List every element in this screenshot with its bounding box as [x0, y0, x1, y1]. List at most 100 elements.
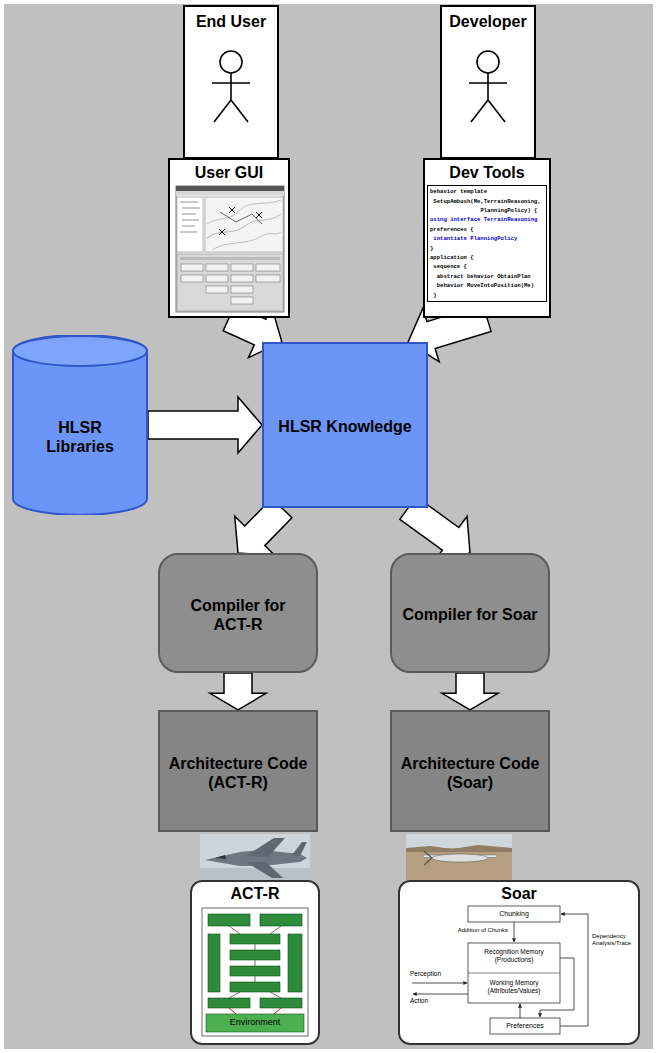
developer-figure-part: [477, 51, 499, 73]
drone-photo-part: [432, 854, 488, 862]
end-user-figure-part: [231, 100, 248, 122]
act-r-architecture-part: [230, 966, 280, 976]
gui-screenshot-part: [206, 286, 228, 293]
node-content: Compiler for ACT-R: [182, 596, 294, 634]
act-r-architecture-part: [230, 950, 280, 960]
drone-photo: [406, 834, 512, 880]
gui-screenshot-part: [205, 197, 283, 252]
part-label: Recognition Memory (Productions): [468, 948, 560, 964]
knowledge-box: HLSR Knowledge: [262, 342, 428, 508]
act-r-architecture-part: [255, 976, 256, 982]
node-content: HLSR Knowledge: [278, 417, 411, 436]
signal-label: Action: [410, 997, 465, 1005]
gui-screenshot-part: [182, 208, 200, 209]
flow-label: Addition of Chunks: [440, 927, 508, 934]
node-content: Compiler for Soar: [402, 605, 537, 624]
code-line: intantiate PlanningPolicy: [430, 234, 544, 243]
code-line: SetupAmbush(Me,TerrainReasoning,: [430, 197, 544, 206]
block-arrow: [210, 673, 266, 710]
code-line: behavior template: [430, 187, 544, 196]
actor-box: Developer: [440, 5, 536, 159]
gui-screenshot-part: [180, 202, 198, 203]
developer-figure-part: [471, 100, 488, 122]
gui-screenshot-part: [180, 257, 280, 260]
gui-screenshot-part: [182, 214, 196, 215]
node-title: Architecture Code (Soar): [395, 754, 545, 792]
soar-architecture-part: [413, 994, 468, 995]
act-r-architecture-part: [206, 1014, 304, 1032]
gui-screenshot-part: [256, 275, 280, 282]
drone-photo-part: [406, 834, 512, 880]
end-user-figure-part: [183, 5, 279, 159]
soar-architecture-part: [490, 1018, 560, 1034]
act-r-architecture-part: [260, 914, 302, 926]
gui-screenshot-part: [207, 200, 281, 224]
soar-architecture-part: [398, 880, 640, 1045]
end-user-figure: [183, 5, 279, 159]
act-r-architecture-part: [260, 998, 302, 1008]
gui-screenshot-part: [231, 264, 253, 271]
part-label: Working Memory (Attributes/Values): [468, 979, 560, 995]
act-r-architecture-part: [230, 982, 280, 992]
code-line: behavior MoveIntoPosition(Me): [430, 281, 544, 290]
gui-screenshot-part: [176, 191, 284, 195]
node-content: ACT-R: [231, 884, 280, 903]
code-line: PlanningPolicy) {: [430, 206, 544, 215]
node-content: HLSR Libraries: [33, 418, 128, 456]
jet-photo-part: [215, 855, 226, 859]
act-r-architecture-part: [229, 1008, 236, 1014]
node-content: User GUI: [195, 163, 263, 182]
act-r-architecture-part: [190, 880, 320, 1045]
act-r-architecture-part: [255, 960, 256, 966]
act-r-architecture-part: [208, 914, 250, 926]
jet-photo-part: [292, 842, 307, 856]
compiler-box: Compiler for Soar: [390, 553, 550, 673]
block-arrow: [148, 397, 262, 453]
node-content: End User: [196, 12, 266, 31]
jet-photo: [200, 834, 310, 880]
node-title: ACT-R: [231, 884, 280, 903]
soar-architecture-part: [468, 943, 560, 1003]
gui-screenshot-part: [206, 275, 228, 282]
code-line: preferences {: [430, 225, 544, 234]
cylinder-top: [13, 336, 147, 366]
act-r-architecture-part: [229, 926, 240, 934]
act-r-architecture-part: [270, 926, 281, 934]
end-user-figure-part: [230, 73, 232, 100]
code-panel: behavior templateSetupAmbush(Me,TerrainR…: [427, 185, 547, 302]
screen-box: User GUI: [168, 158, 290, 318]
flow-label: Dependency Analysis/Trace: [592, 933, 637, 947]
gui-screenshot-part: [229, 207, 235, 213]
jet-photo-part: [200, 868, 310, 880]
act-r-architecture-part: [208, 998, 250, 1008]
soar-architecture-part: [412, 983, 467, 984]
node-title: Compiler for Soar: [402, 605, 537, 624]
gui-screenshot-part: [182, 226, 195, 227]
act-r-architecture-part: [288, 934, 302, 992]
library-cylinder: HLSR Libraries: [12, 335, 148, 515]
architecture-code-box: Architecture Code (Soar): [390, 710, 550, 832]
gui-screenshot-part: [180, 232, 197, 233]
node-title: Compiler for ACT-R: [182, 596, 294, 634]
act-r-architecture-part: [274, 1008, 281, 1014]
node-title: Architecture Code (ACT-R): [163, 754, 313, 792]
gui-screenshot-part: [168, 158, 290, 318]
gui-screenshot-part: [177, 197, 203, 252]
gui-screenshot-part: [206, 264, 228, 271]
developer-figure-part: [440, 5, 536, 159]
drone-photo-part: [406, 845, 512, 852]
node-title: Developer: [449, 12, 526, 31]
actor-box: End User: [183, 5, 279, 159]
soar-architecture-part: [520, 1004, 521, 1018]
gui-screenshot-part: [181, 275, 203, 282]
act-r-architecture: [190, 880, 320, 1045]
part-label: Chunking: [468, 910, 560, 918]
act-r-architecture-part: [230, 934, 280, 944]
node-content: Dev Toolsbehavior templateSetupAmbush(Me…: [427, 163, 547, 302]
grey-ground: [4, 4, 653, 1049]
gui-screenshot-part: [182, 220, 199, 221]
cylinder-body: [13, 335, 147, 515]
developer-figure-part: [488, 100, 505, 122]
node-title: Soar: [501, 884, 537, 903]
node-title: User GUI: [195, 163, 263, 182]
